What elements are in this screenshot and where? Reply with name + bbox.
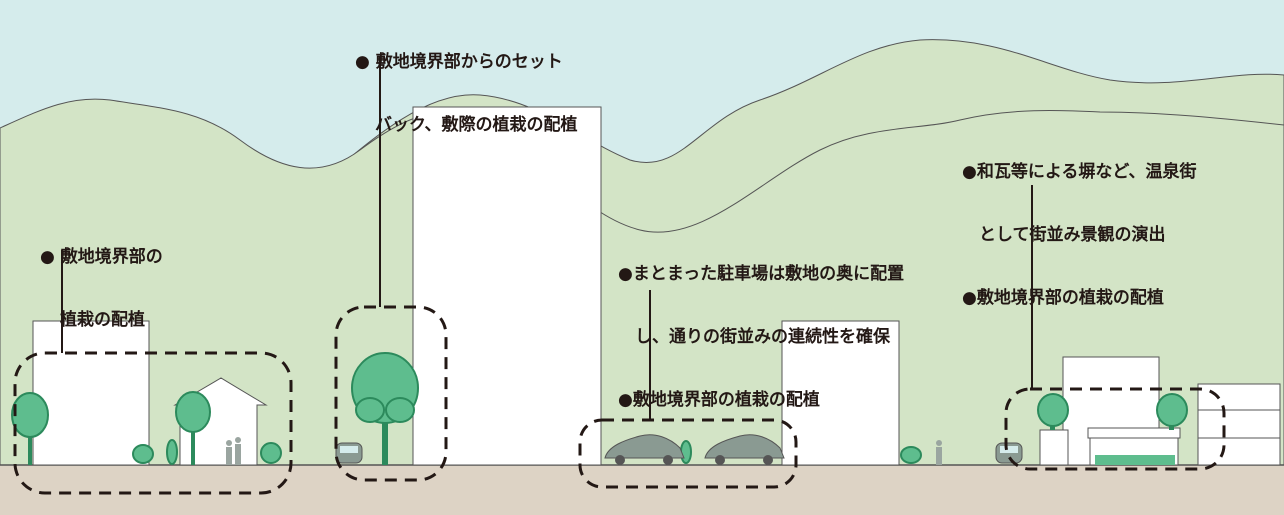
annotation-line: バック、敷際の植栽の配植 [375, 115, 578, 135]
shrub [900, 446, 922, 464]
shrub [132, 444, 154, 464]
pedestrians [226, 437, 942, 465]
annotation-line: ● 敷地境界部からのセット [355, 52, 563, 72]
annotation-line: し、通りの街並みの連続性を確保 [635, 327, 890, 347]
tree-house [175, 391, 211, 465]
building-left [32, 320, 150, 466]
tree-large [351, 352, 419, 465]
building-mid [781, 320, 900, 466]
tree-left [11, 392, 49, 465]
car-parked-1 [604, 434, 685, 465]
shrub [260, 442, 282, 464]
car-front-left [335, 442, 363, 464]
annotation-setback-planting: ● 敷地境界部からのセット バック、敷際の植栽の配植 [355, 10, 577, 178]
hedge [1095, 455, 1175, 465]
annotation-line: ●和瓦等による塀など、温泉街 [962, 162, 1197, 182]
wall-cap [1087, 427, 1181, 439]
tree-right-1 [1037, 393, 1069, 430]
annotation-line: として街並み景観の演出 [979, 225, 1166, 245]
highlight-region-c [578, 418, 798, 489]
annotation-line: ●まとまった駐車場は敷地の奥に配置 [618, 264, 905, 284]
car-front-right [995, 442, 1023, 464]
annotation-onsen-streetscape: ●和瓦等による塀など、温泉街 として街並み景観の演出 ●敷地境界部の植栽の配植 [962, 120, 1196, 351]
ground [0, 465, 1284, 515]
shrub [166, 439, 178, 465]
highlight-region-a [13, 351, 293, 495]
annotation-parking-placement: ●まとまった駐車場は敷地の奥に配置 し、通りの街並みの連続性を確保 ●敷地境界部… [618, 222, 904, 453]
car-parked-2 [704, 434, 785, 465]
tree-right-2 [1156, 393, 1188, 430]
annotation-line: ● 敷地境界部の [40, 247, 163, 267]
annotation-line: 植栽の配植 [60, 310, 145, 330]
wall-left [1039, 429, 1069, 466]
highlight-region-b [334, 305, 448, 482]
annotation-line: ●敷地境界部の植栽の配植 [962, 288, 1164, 308]
annotation-line: ●敷地境界部の植栽の配植 [618, 390, 820, 410]
mountain-front [0, 98, 1284, 466]
highlight-region-d [1004, 387, 1226, 471]
building-tall [412, 106, 602, 466]
building-far-right [1197, 383, 1281, 466]
annotation-boundary-planting: ● 敷地境界部の 植栽の配植 [40, 205, 163, 373]
